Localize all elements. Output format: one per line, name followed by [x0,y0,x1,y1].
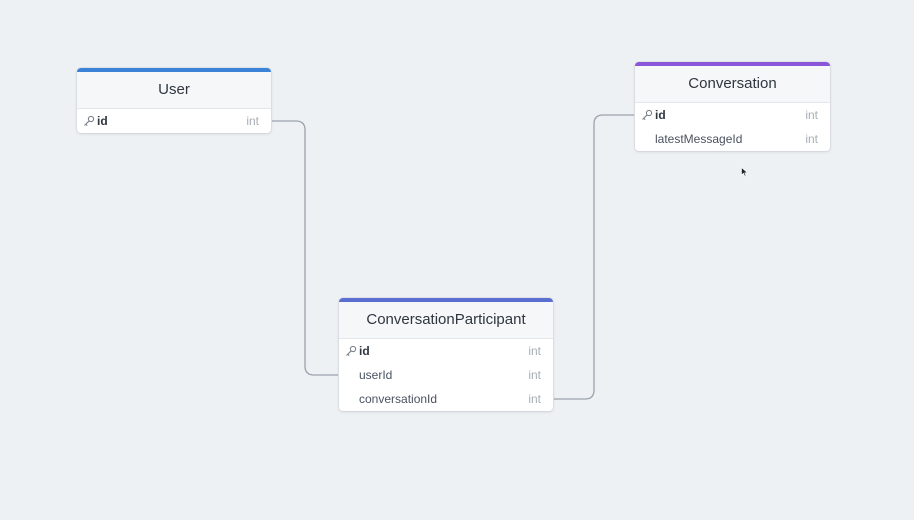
field-type: int [805,132,818,146]
relationship-participant-conversation[interactable] [554,114,634,400]
table-user[interactable]: User id int [77,68,271,133]
key-icon [346,345,357,356]
field-row[interactable]: id int [339,339,553,363]
field-row[interactable]: id int [77,109,271,133]
field-type: int [805,108,818,122]
field-name: latestMessageId [655,132,743,146]
table-participant-accent [339,298,553,302]
table-user-accent [77,68,271,72]
relationship-user-participant[interactable] [272,120,338,376]
field-name: conversationId [359,392,438,406]
field-type: int [528,392,541,406]
table-conversation-title[interactable]: Conversation [635,66,830,103]
table-user-title[interactable]: User [77,72,271,109]
key-icon [642,109,653,120]
key-icon [84,115,95,126]
field-row[interactable]: userId int [339,363,553,387]
table-conversation[interactable]: Conversation id int latestMessageId int [635,62,830,151]
field-type: int [528,368,541,382]
field-name: userId [359,368,393,382]
field-type: int [246,114,259,128]
table-conversation-accent [635,62,830,66]
table-participant-title[interactable]: ConversationParticipant [339,302,553,339]
field-name: id [655,108,666,122]
field-row[interactable]: id int [635,103,830,127]
table-conversation-participant[interactable]: ConversationParticipant id int userId in… [339,298,553,411]
field-row[interactable]: latestMessageId int [635,127,830,151]
field-name: id [359,344,370,358]
field-type: int [528,344,541,358]
field-row[interactable]: conversationId int [339,387,553,411]
mouse-cursor-icon [741,167,749,177]
field-name: id [97,114,108,128]
